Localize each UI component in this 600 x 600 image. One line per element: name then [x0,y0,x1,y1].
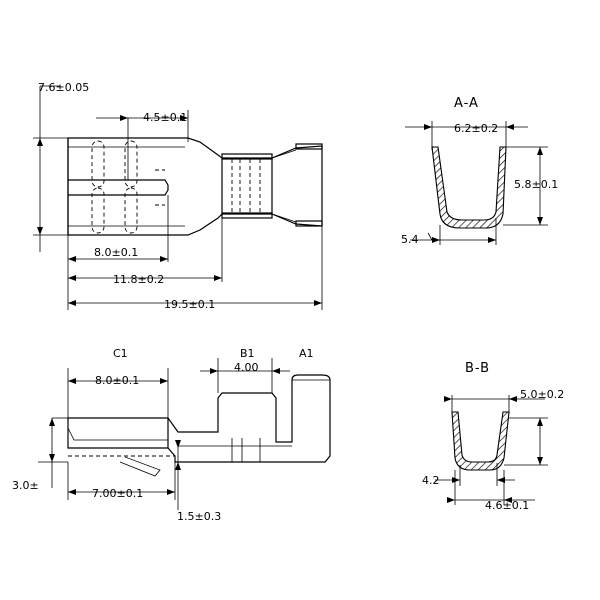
section-bb-label: B-B [465,361,490,376]
dim-4-6: 4.6±0.1 [485,499,529,512]
dim-11-8: 11.8±0.2 [113,273,164,286]
dim-8-0-top: 8.0±0.1 [94,246,138,259]
dim-3-0: 3.0± [12,479,39,492]
section-aa-label: A-A [454,96,479,111]
dim-5-8: 5.8±0.1 [514,178,558,191]
label-a1: A1 [299,347,314,360]
top-view [33,85,323,310]
section-aa [405,121,548,245]
label-c1: C1 [113,347,128,360]
dim-4-00: 4.00 [234,361,259,374]
dim-8-0-side: 8.0±0.1 [95,374,139,387]
side-view [38,358,331,510]
dim-19-5: 19.5±0.1 [164,298,215,311]
dim-4-5: 4.5±0.1 [143,111,187,124]
dim-1-5: 1.5±0.3 [177,510,221,523]
dim-4-2: 4.2 [422,474,440,487]
section-bb [435,395,548,505]
dim-7-00: 7.00±0.1 [92,487,143,500]
dim-5-0: 5.0±0.2 [520,388,564,401]
dim-6-2: 6.2±0.2 [454,122,498,135]
dim-5-4: 5.4 [401,233,419,246]
label-b1: B1 [240,347,255,360]
dim-7-6: 7.6±0.05 [38,81,89,94]
